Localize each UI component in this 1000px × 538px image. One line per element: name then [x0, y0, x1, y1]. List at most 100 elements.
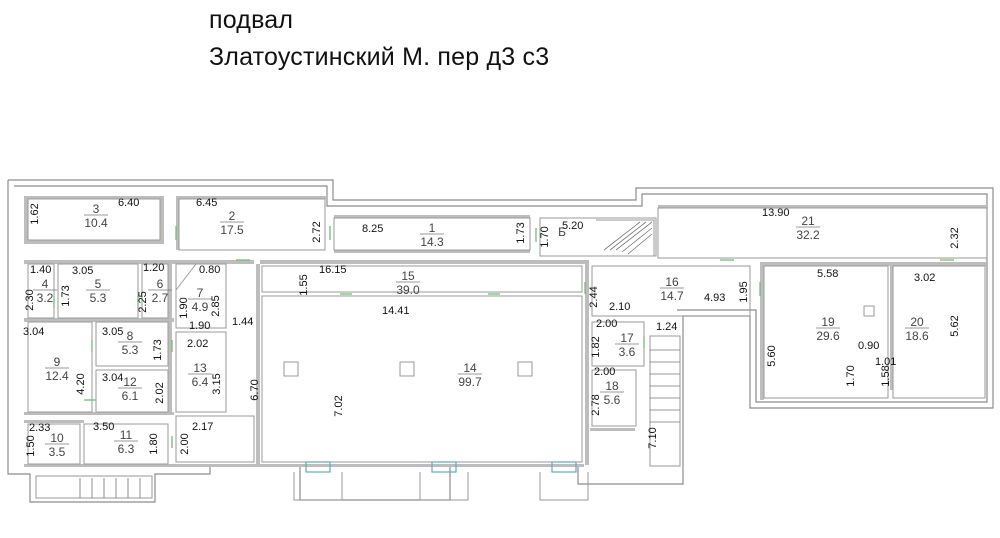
dimension-d36: 2.02 — [187, 338, 208, 350]
room-number-17: 17 — [620, 331, 634, 345]
dimension-d39: 0.90 — [858, 340, 879, 352]
room-area-20: 18.6 — [905, 329, 929, 343]
room-area-21: 32.2 — [796, 228, 820, 242]
dimension-d13: 1.20 — [143, 262, 164, 274]
dimension-d8: 5.20 — [562, 220, 583, 232]
dimension-d52: 2.33 — [29, 422, 50, 434]
room-area-3: 10.4 — [84, 216, 108, 230]
dimension-d20: 1.90 — [178, 297, 190, 318]
dimension-d57: 1.80 — [148, 433, 160, 454]
room-area-6: 2.7 — [152, 291, 169, 305]
dimension-d55: 7.10 — [647, 427, 659, 448]
dimension-d32: 3.05 — [102, 326, 123, 338]
room-area-1: 14.3 — [420, 235, 444, 249]
dimension-d28: 5.58 — [817, 268, 838, 280]
room-area-9: 12.4 — [45, 369, 69, 383]
dimension-d29: 3.02 — [914, 272, 935, 284]
room-number-19: 19 — [821, 315, 835, 329]
room-number-8: 8 — [127, 329, 134, 343]
dimension-d40: 5.60 — [766, 345, 778, 366]
room-area-5: 5.3 — [90, 291, 107, 305]
dimension-d35: 5.62 — [949, 315, 961, 336]
dimension-d45: 1.70 — [845, 365, 857, 386]
dimension-d53: 3.50 — [93, 421, 114, 433]
dimension-d25: 2.10 — [609, 301, 630, 313]
room-number-6: 6 — [157, 277, 164, 291]
room-area-12: 6.1 — [122, 389, 139, 403]
room-number-1: 1 — [429, 221, 436, 235]
dimension-d48: 7.02 — [333, 395, 345, 416]
room-area-15: 39.0 — [396, 283, 420, 297]
columns — [283, 305, 875, 377]
room-area-11: 6.3 — [118, 442, 135, 456]
room-number-4: 4 — [42, 277, 49, 291]
dimension-d43: 4.20 — [75, 373, 87, 394]
windows — [293, 461, 589, 501]
room-number-10: 10 — [50, 431, 64, 445]
room-area-2: 17.5 — [220, 223, 244, 237]
dimension-d7: 1.70 — [539, 226, 551, 247]
room-number-11: 11 — [120, 428, 133, 442]
dimension-d46: 1.58 — [880, 365, 892, 386]
dimension-d42: 3.04 — [102, 372, 123, 384]
room-number-3: 3 — [93, 202, 100, 216]
room-number-21: 21 — [801, 214, 815, 228]
doors — [53, 226, 954, 448]
room-number-13: 13 — [193, 361, 207, 375]
room-area-14: 99.7 — [458, 375, 482, 389]
room-number-2: 2 — [229, 209, 236, 223]
room-area-18: 5.6 — [604, 393, 621, 407]
room-number-18: 18 — [605, 379, 619, 393]
dimension-d37: 1.73 — [152, 339, 164, 360]
dimension-d31: 3.04 — [23, 326, 44, 338]
room-number-16: 16 — [665, 275, 679, 289]
wall-hatching — [24, 196, 988, 467]
dimension-d12: 3.05 — [72, 265, 93, 277]
stairs — [35, 219, 681, 499]
room-area-4: 3.2 — [37, 291, 54, 305]
dimension-d54: 2.17 — [192, 421, 213, 433]
dimension-d23: 14.41 — [382, 305, 410, 317]
dimension-d26: 4.93 — [704, 292, 725, 304]
dimension-d22: 1.90 — [189, 320, 210, 332]
dimension-d44: 2.00 — [594, 366, 615, 378]
room-area-7: 4.9 — [192, 300, 209, 314]
dimension-d58: 2.00 — [179, 433, 191, 454]
dimension-d4: 2.72 — [311, 221, 323, 242]
dimension-d21: 2.85 — [210, 295, 222, 316]
room-number-14: 14 — [463, 361, 477, 375]
room-number-12: 12 — [123, 375, 137, 389]
dimension-d27: 1.95 — [738, 281, 750, 302]
dimension-d51: 2.78 — [590, 394, 602, 415]
dimension-d33: 2.00 — [596, 318, 617, 330]
room-area-13: 6.4 — [192, 375, 209, 389]
dimension-d1: 6.40 — [118, 197, 139, 209]
dimension-d30: 1.44 — [232, 316, 253, 328]
dimension-d9: 13.90 — [762, 207, 790, 219]
room-number-15: 15 — [401, 269, 415, 283]
dimension-d17: 2.30 — [24, 289, 36, 310]
dimension-d47: 6.70 — [249, 379, 261, 400]
room-area-10: 3.5 — [49, 445, 66, 459]
dimension-d49: 3.15 — [211, 373, 223, 394]
dimension-d38: 1.82 — [590, 336, 602, 357]
dimension-d6: 1.73 — [515, 222, 527, 243]
dimension-d15: 16.15 — [319, 264, 347, 276]
room-number-b: Б — [558, 225, 566, 239]
room-number-5: 5 — [95, 277, 102, 291]
dimension-d34: 1.24 — [656, 321, 677, 333]
room-area-8: 5.3 — [122, 343, 139, 357]
dimension-d10: 2.32 — [949, 227, 961, 248]
room-number-9: 9 — [54, 355, 61, 369]
address-label: Златоустинский М. пер д3 с3 — [209, 43, 550, 71]
dimension-d16: 1.55 — [298, 274, 310, 295]
dimension-d18: 1.73 — [60, 285, 72, 306]
interior-walls — [27, 198, 988, 465]
dimension-d41: 1.01 — [875, 356, 896, 368]
room-area-17: 3.6 — [619, 345, 636, 359]
dimension-d56: 1.50 — [25, 435, 37, 456]
floor-label: подвал — [209, 6, 294, 34]
